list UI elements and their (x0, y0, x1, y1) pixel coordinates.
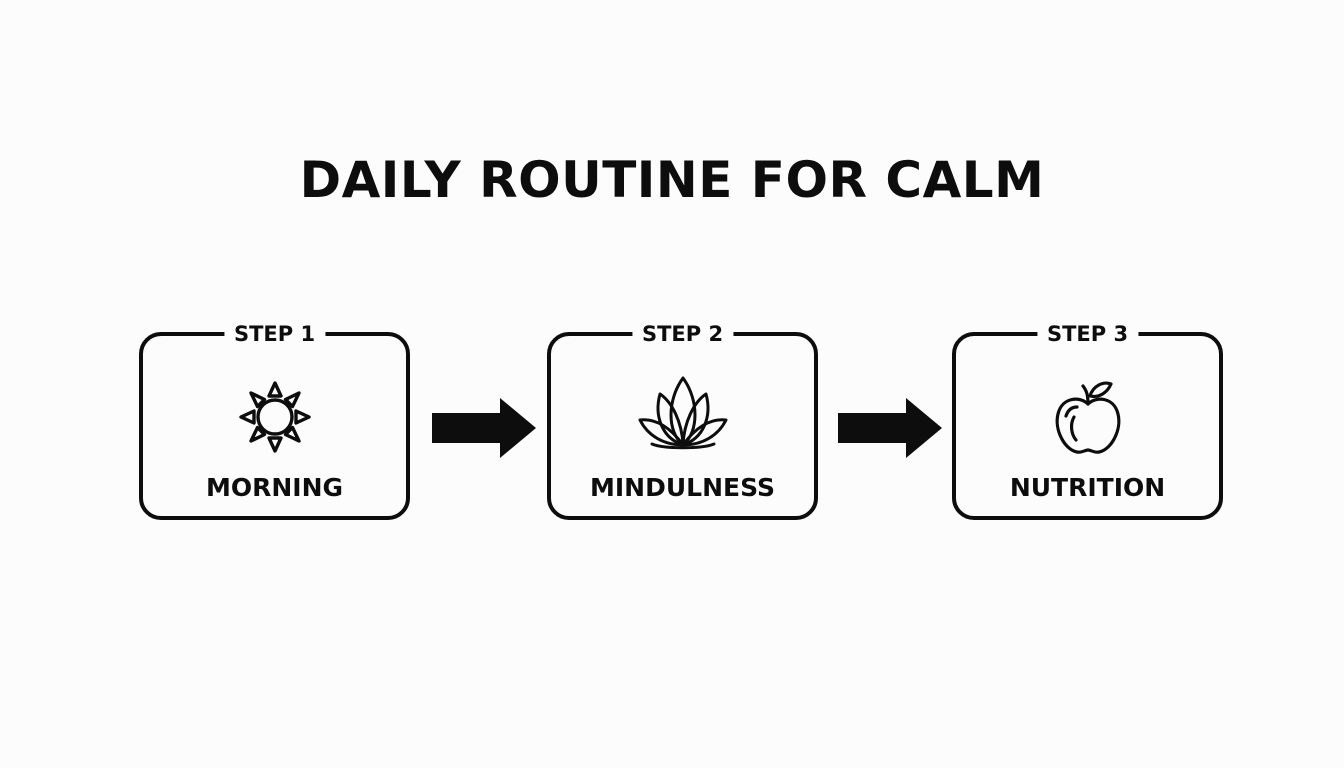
step-3-card: STEP 3 NUTRITION (952, 320, 1223, 520)
step-2-name: MINDULNESS (590, 473, 775, 502)
step-1-name: MORNING (205, 473, 344, 502)
step-3-label: STEP 3 (1036, 320, 1139, 348)
sun-icon (230, 372, 320, 462)
step-3-name: NUTRITION (1009, 473, 1166, 502)
step-1-label: STEP 1 (223, 320, 326, 348)
step-1-card: STEP 1 MORNING (139, 320, 410, 520)
arrow-right-icon (432, 398, 536, 458)
diagram-title: DAILY ROUTINE FOR CALM (299, 151, 1045, 209)
step-2-card: STEP 2 MINDULNESS (547, 320, 818, 520)
step-2-label: STEP 2 (631, 320, 734, 348)
apple-icon (1043, 372, 1133, 462)
lotus-icon (638, 372, 728, 462)
arrow-right-icon (838, 398, 942, 458)
